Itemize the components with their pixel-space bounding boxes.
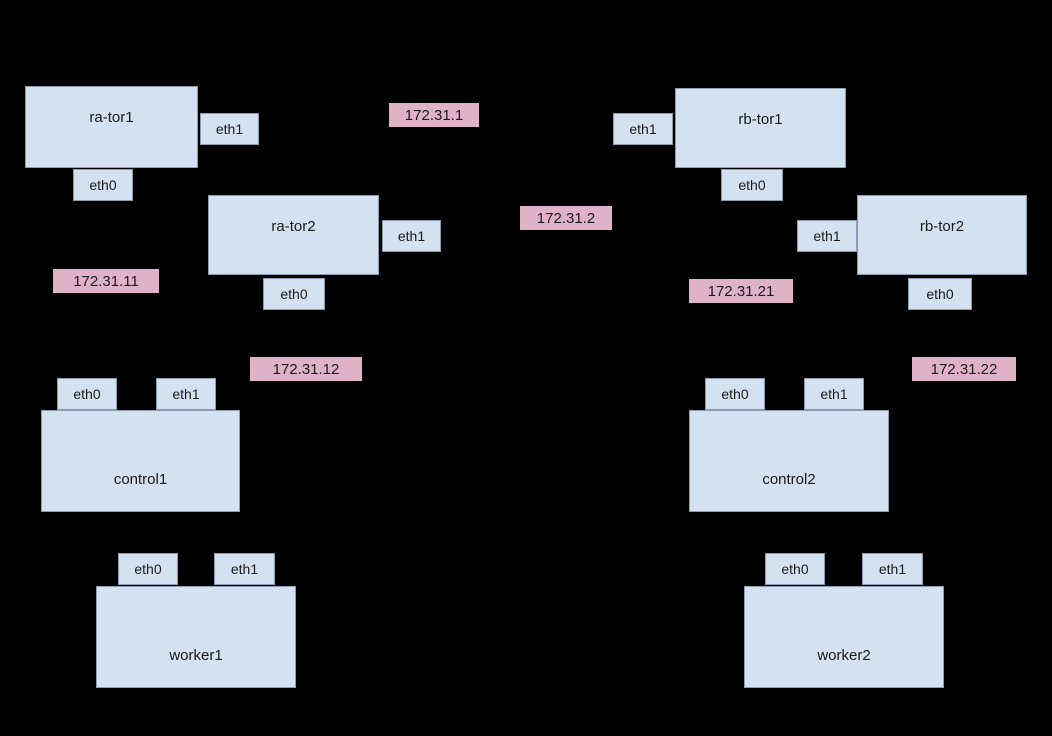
network-label-172-31-12[interactable]: 172.31.12 — [250, 357, 362, 381]
interface-label: eth1 — [215, 121, 244, 137]
network-label-172-31-21[interactable]: 172.31.21 — [689, 279, 793, 303]
node-label: rb-tor2 — [919, 218, 965, 235]
node-ra-tor2[interactable]: ra-tor2 — [208, 195, 379, 275]
node-worker2[interactable]: worker2 — [744, 586, 944, 688]
interface-worker2-eth1[interactable]: eth1 — [862, 553, 923, 585]
interface-label: eth0 — [134, 561, 162, 577]
network-label-text: 172.31.1 — [404, 106, 464, 124]
interface-label: eth1 — [813, 228, 841, 244]
interface-worker2-eth0[interactable]: eth0 — [765, 553, 825, 585]
interface-rb-tor2-eth1[interactable]: eth1 — [797, 220, 857, 252]
interface-ra-tor1-eth0[interactable]: eth0 — [73, 169, 133, 201]
interface-worker1-eth1[interactable]: eth1 — [214, 553, 275, 585]
node-label: ra-tor1 — [89, 109, 134, 126]
interface-worker1-eth0[interactable]: eth0 — [118, 553, 178, 585]
interface-control1-eth1[interactable]: eth1 — [156, 378, 216, 410]
interface-rb-tor1-eth0[interactable]: eth0 — [721, 169, 783, 201]
interface-label: eth1 — [878, 561, 907, 577]
node-control1[interactable]: control1 — [41, 410, 240, 512]
interface-label: eth1 — [397, 228, 426, 244]
interface-rb-tor2-eth0[interactable]: eth0 — [908, 278, 972, 310]
network-label-text: 172.31.22 — [930, 360, 998, 378]
interface-ra-tor1-eth1[interactable]: eth1 — [200, 113, 259, 145]
node-label: control1 — [113, 471, 168, 488]
interface-label: eth0 — [280, 286, 308, 302]
interface-label: eth1 — [172, 386, 200, 402]
network-label-172-31-22[interactable]: 172.31.22 — [912, 357, 1016, 381]
interface-control2-eth1[interactable]: eth1 — [804, 378, 864, 410]
interface-label: eth1 — [629, 121, 657, 137]
node-worker1[interactable]: worker1 — [96, 586, 296, 688]
network-label-text: 172.31.21 — [707, 282, 775, 300]
node-control2[interactable]: control2 — [689, 410, 889, 512]
interface-label: eth1 — [230, 561, 259, 577]
interface-label: eth0 — [89, 177, 117, 193]
interface-control2-eth0[interactable]: eth0 — [705, 378, 765, 410]
interface-ra-tor2-eth0[interactable]: eth0 — [263, 278, 325, 310]
node-label: ra-tor2 — [271, 218, 316, 235]
node-rb-tor1[interactable]: rb-tor1 — [675, 88, 846, 168]
network-label-text: 172.31.2 — [536, 209, 596, 227]
interface-control1-eth0[interactable]: eth0 — [57, 378, 117, 410]
node-ra-tor1[interactable]: ra-tor1 — [25, 86, 198, 168]
interface-label: eth0 — [926, 286, 954, 302]
interface-label: eth0 — [73, 386, 101, 402]
interface-label: eth0 — [781, 561, 809, 577]
node-label: control2 — [762, 471, 816, 488]
node-label: worker1 — [169, 647, 223, 664]
network-label-172-31-11[interactable]: 172.31.11 — [53, 269, 159, 293]
network-label-172-31-1[interactable]: 172.31.1 — [389, 103, 479, 127]
node-rb-tor2[interactable]: rb-tor2 — [857, 195, 1027, 275]
node-label: rb-tor1 — [738, 111, 783, 128]
network-label-text: 172.31.12 — [272, 360, 340, 378]
interface-label: eth1 — [820, 386, 848, 402]
node-label: worker2 — [817, 647, 871, 664]
interface-label: eth0 — [721, 386, 749, 402]
interface-label: eth0 — [738, 177, 766, 193]
interface-rb-tor1-eth1[interactable]: eth1 — [613, 113, 673, 145]
network-label-text: 172.31.11 — [73, 272, 139, 290]
network-label-172-31-2[interactable]: 172.31.2 — [520, 206, 612, 230]
interface-ra-tor2-eth1[interactable]: eth1 — [382, 220, 441, 252]
